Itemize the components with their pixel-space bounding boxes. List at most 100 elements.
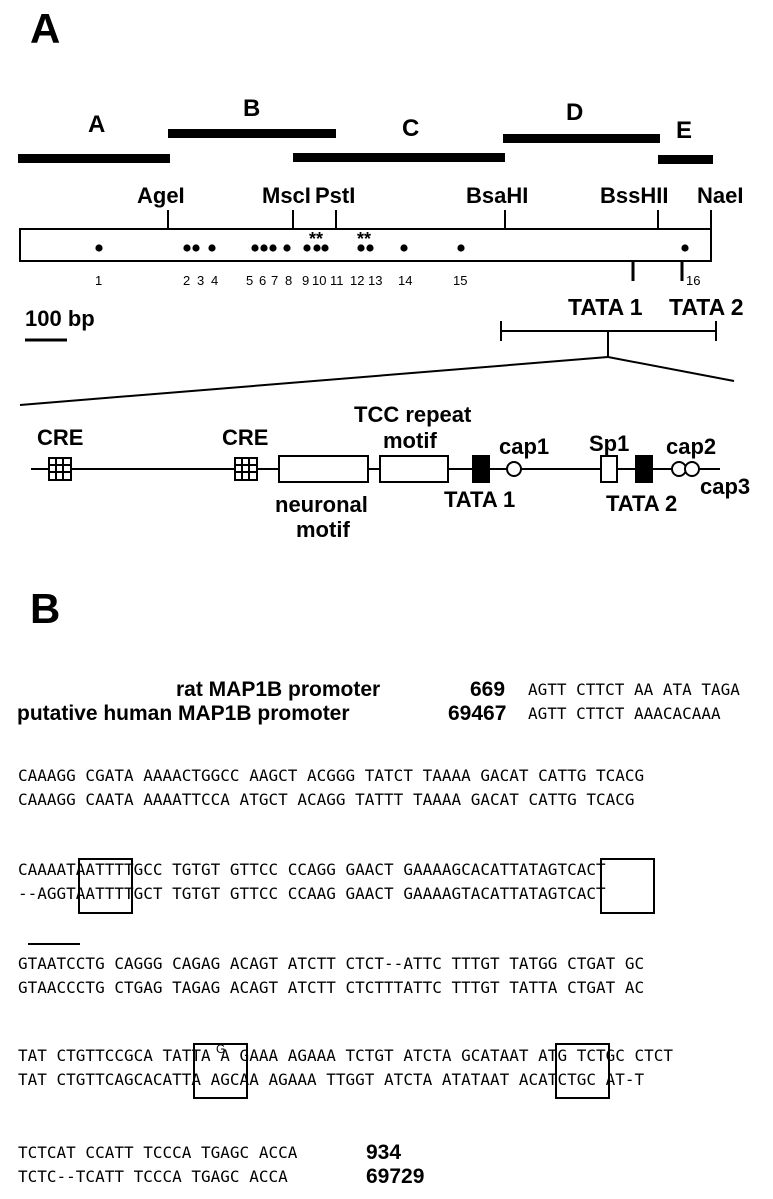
human-seq-line-6: TCTC--TCATT TCCCA TGAGC ACCA bbox=[18, 1169, 288, 1185]
rat-promoter-title: rat MAP1B promoter bbox=[176, 678, 381, 701]
human-promoter-title: putative human MAP1B promoter bbox=[17, 702, 350, 725]
dot-number-3: 3 bbox=[197, 273, 205, 288]
cre-box-2 bbox=[234, 457, 258, 481]
dot-8 bbox=[283, 244, 291, 252]
human-seq-line-1: AGTT CTTCT AAACACAAA bbox=[528, 706, 721, 722]
cap1-circle bbox=[506, 461, 522, 477]
panel-b-label: B bbox=[30, 585, 61, 632]
dot-number-7: 7 bbox=[271, 273, 279, 288]
dot-number-9: 9 bbox=[302, 273, 310, 288]
dot-number-14: 14 bbox=[398, 273, 413, 288]
expansion-bracket bbox=[19, 321, 735, 406]
dot-2 bbox=[183, 244, 191, 252]
human-end-position: 69729 bbox=[366, 1165, 425, 1188]
human-seq-line-5: TAT CTGTTCAGCACATTA AGCAA AGAAA TTGGT AT… bbox=[18, 1072, 644, 1088]
site-ticks bbox=[167, 210, 712, 230]
fragment-bar-d bbox=[503, 134, 660, 143]
human-seq-4: GTAACCCTG CTGAG TAGAG ACAGT ATCTT CTCTTT… bbox=[18, 978, 645, 997]
tata1-map-label: TATA 1 bbox=[568, 294, 643, 320]
fragment-label-c: C bbox=[402, 115, 420, 142]
fragment-label-d: D bbox=[566, 99, 584, 126]
cre2-label: CRE bbox=[222, 425, 269, 450]
dot-15 bbox=[457, 244, 465, 252]
dot-12 bbox=[357, 244, 365, 252]
rat-seq-2: CAAAGG CGATA AAAACTGGCC AAGCT ACGGG TATC… bbox=[18, 766, 645, 785]
rat-seq-line-6: TCTCAT CCATT TCCCA TGAGC ACCA bbox=[18, 1145, 297, 1161]
rat-start-position: 669 bbox=[470, 678, 506, 701]
rat-seq-line-2: CAAAGG CGATA AAAACTGGCC AAGCT ACGGG TATC… bbox=[18, 768, 644, 784]
fragment-label-a: A bbox=[88, 111, 106, 138]
tata2-map-label: TATA 2 bbox=[669, 294, 744, 320]
snp-dots bbox=[95, 244, 689, 252]
dot-number-4: 4 bbox=[211, 273, 219, 288]
tata1-schematic-label: TATA 1 bbox=[444, 487, 516, 512]
dot-number-13: 13 bbox=[368, 273, 383, 288]
sp1-box bbox=[600, 455, 618, 483]
dot-number-11: 11 bbox=[330, 273, 344, 288]
superscript-g: G bbox=[216, 1042, 226, 1056]
cap2-circle bbox=[671, 461, 687, 477]
promoter-map-box bbox=[19, 228, 712, 262]
tata-ticks bbox=[631, 262, 684, 281]
tata1-box bbox=[472, 455, 490, 483]
rat-seq-5: TAT CTGTTCCGCA TATTA A GAAA AGAAA TCTGT … bbox=[18, 1046, 674, 1065]
fragment-bar-b bbox=[168, 129, 336, 138]
cap2-label: cap2 bbox=[666, 434, 717, 459]
neuronal-label-line1: neuronal bbox=[275, 492, 368, 517]
cap3-circle bbox=[684, 461, 700, 477]
fragment-bar-a bbox=[18, 154, 170, 163]
dot-6 bbox=[260, 244, 268, 252]
rat-seq-line-3: CAAAATAATTTTGCC TGTGT GTTCC CCAGG GAACT … bbox=[18, 862, 606, 878]
human-seq-6: TCTC--TCATT TCCCA TGAGC ACCA bbox=[18, 1167, 288, 1186]
human-seq-line-2: CAAAGG CAATA AAAATTCCA ATGCT ACAGG TATTT… bbox=[18, 792, 635, 808]
tcc-label-line2: motif bbox=[383, 428, 437, 453]
dot-number-8: 8 bbox=[285, 273, 293, 288]
cre1-label: CRE bbox=[37, 425, 84, 450]
rat-seq-line-5: TAT CTGTTCCGCA TATTA A GAAA AGAAA TCTGT … bbox=[18, 1048, 673, 1064]
human-seq-3: --AGGTAATTTTGCT TGTGT GTTCC CCAAG GAACT … bbox=[18, 884, 606, 903]
dot-7 bbox=[269, 244, 277, 252]
site-bsshii: BssHII bbox=[600, 183, 669, 208]
dot-5 bbox=[251, 244, 259, 252]
human-seq-2: CAAAGG CAATA AAAATTCCA ATGCT ACAGG TATTT… bbox=[18, 790, 635, 809]
cap1-label: cap1 bbox=[499, 434, 550, 459]
dot-number-6: 6 bbox=[259, 273, 267, 288]
dot-number-1: 1 bbox=[95, 273, 103, 288]
dot-14 bbox=[400, 244, 408, 252]
rat-seq-3: CAAAATAATTTTGCC TGTGT GTTCC CCAGG GAACT … bbox=[18, 860, 606, 879]
tata-box-highlight-2 bbox=[600, 858, 655, 914]
asterisks-12-13: ** bbox=[357, 229, 372, 249]
human-seq-1: AGTT CTTCT AAACACAAA bbox=[528, 704, 721, 723]
sp1-label: Sp1 bbox=[589, 431, 630, 456]
site-agei: AgeI bbox=[137, 183, 185, 208]
dot-16 bbox=[681, 244, 689, 252]
tata2-box bbox=[635, 455, 653, 483]
human-start-position: 69467 bbox=[448, 702, 507, 725]
dot-13 bbox=[366, 244, 374, 252]
scale-label: 100 bp bbox=[25, 306, 95, 331]
tata-box-highlight-3 bbox=[193, 1043, 248, 1099]
rat-seq-4: GTAATCCTG CAGGG CAGAG ACAGT ATCTT CTCT--… bbox=[18, 954, 645, 973]
fragment-label-b: B bbox=[243, 95, 261, 122]
rat-seq-line-1: AGTT CTTCT AA ATA TAGA bbox=[528, 682, 740, 698]
tcc-label-line1: TCC repeat bbox=[354, 402, 472, 427]
dot-number-16: 16 bbox=[686, 273, 701, 288]
cre-box-1 bbox=[48, 457, 72, 481]
dot-9 bbox=[303, 244, 311, 252]
dot-number-10: 10 bbox=[312, 273, 327, 288]
tata-box-highlight-4 bbox=[555, 1043, 610, 1099]
rat-seq-1: AGTT CTTCT AA ATA TAGA bbox=[528, 680, 740, 699]
dot-number-2: 2 bbox=[183, 273, 191, 288]
neuronal-motif-box bbox=[278, 455, 369, 483]
asterisks-9-10: ** bbox=[309, 229, 324, 249]
rat-seq-line-4: GTAATCCTG CAGGG CAGAG ACAGT ATCTT CTCT--… bbox=[18, 956, 644, 972]
fragment-bar-c bbox=[293, 153, 505, 162]
cap3-label: cap3 bbox=[700, 474, 751, 499]
human-seq-line-4: GTAACCCTG CTGAG TAGAG ACAGT ATCTT CTCTTT… bbox=[18, 980, 644, 996]
rat-end-position: 934 bbox=[366, 1141, 402, 1164]
site-bsahi: BsaHI bbox=[466, 183, 529, 208]
panel-a-label: A bbox=[30, 5, 61, 52]
human-seq-line-3: --AGGTAATTTTGCT TGTGT GTTCC CCAAG GAACT … bbox=[18, 886, 606, 902]
fragment-label-e: E bbox=[676, 117, 693, 144]
dot-10 bbox=[313, 244, 321, 252]
